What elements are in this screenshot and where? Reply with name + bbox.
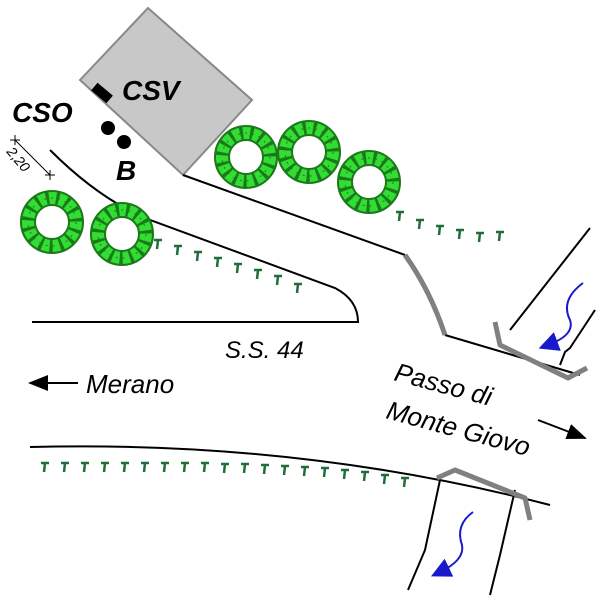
dimension-line: 2,20 bbox=[3, 135, 55, 180]
roads bbox=[29, 149, 596, 596]
river-arrow-lower bbox=[430, 511, 474, 577]
label-csv: CSV bbox=[122, 75, 182, 106]
trees bbox=[28, 128, 393, 258]
label-east-2: Monte Giovo bbox=[383, 395, 533, 462]
label-road: S.S. 44 bbox=[225, 337, 304, 364]
point-b1 bbox=[101, 121, 115, 135]
label-merano: Merano bbox=[86, 369, 174, 399]
building-csv bbox=[78, 6, 254, 177]
label-cso: CSO bbox=[12, 97, 73, 128]
arrow-east bbox=[537, 419, 587, 440]
river-arrow-upper bbox=[538, 282, 584, 351]
label-b: B bbox=[116, 155, 136, 186]
bridges bbox=[402, 253, 589, 521]
cso-marker bbox=[91, 82, 113, 104]
grass-lower bbox=[39, 461, 411, 489]
grass-upper bbox=[152, 210, 506, 295]
point-b2 bbox=[117, 135, 131, 149]
svg-text:2,20: 2,20 bbox=[3, 143, 34, 175]
